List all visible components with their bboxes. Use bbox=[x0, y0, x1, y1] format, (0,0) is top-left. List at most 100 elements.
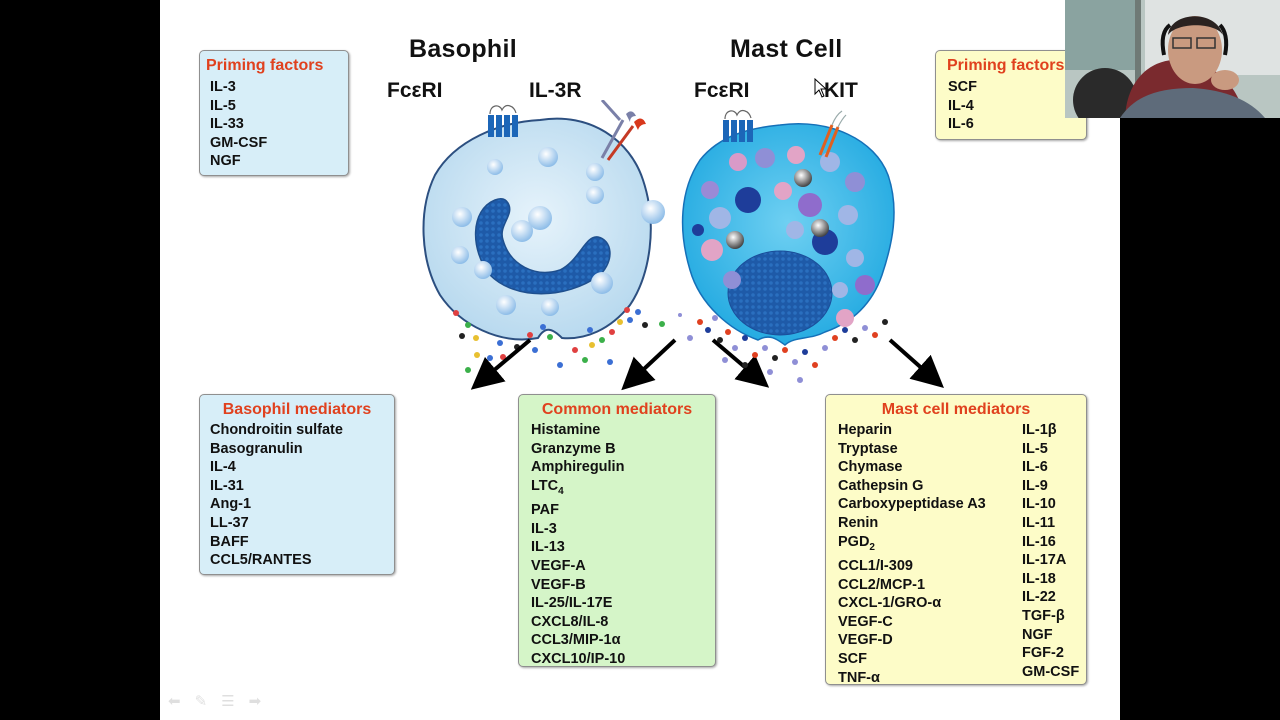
priming-item: IL-5 bbox=[210, 97, 236, 114]
arrow-mast-to-common bbox=[621, 338, 677, 391]
common-mediator-item: VEGF-A bbox=[531, 558, 586, 575]
mast-mediator-item: FGF-2 bbox=[1022, 645, 1064, 662]
mast-cell-title: Mast Cell bbox=[730, 35, 843, 63]
mast-priming-list: SCF IL-4 IL-6 bbox=[936, 76, 1086, 134]
common-mediator-item: Granzyme B bbox=[531, 440, 616, 457]
common-mediator-item: CCL3/MIP-1α bbox=[531, 632, 621, 649]
arrow-to-mast-mediators bbox=[888, 338, 944, 388]
basophil-title: Basophil bbox=[409, 35, 517, 63]
mast-mediator-item: IL-6 bbox=[1022, 459, 1048, 476]
arrow-to-basophil-mediators bbox=[470, 338, 532, 390]
priming-item: SCF bbox=[948, 79, 977, 95]
mast-mediator-item: Cathepsin G bbox=[838, 477, 924, 494]
mast-mediator-item: IL-22 bbox=[1022, 589, 1056, 606]
presentation-slide: Basophil Mast Cell FcεRI IL-3R FcεRI KIT… bbox=[160, 0, 1120, 720]
common-mediator-item: IL-25/IL-17E bbox=[531, 595, 613, 612]
basophil-mediator-item: Chondroitin sulfate bbox=[210, 422, 343, 438]
basophil-fceri-label: FcεRI bbox=[387, 79, 443, 102]
basophil-mediator-item: LL-37 bbox=[210, 514, 249, 531]
mast-mediator-item: IL-5 bbox=[1022, 440, 1048, 457]
basophil-mediator-item: Basogranulin bbox=[210, 440, 303, 457]
mast-priming-box: Priming factors SCF IL-4 IL-6 bbox=[935, 50, 1087, 140]
forward-arrow-icon[interactable]: ➡ bbox=[248, 693, 262, 710]
common-mediator-item: LTC4 bbox=[531, 477, 564, 497]
basophil-mediator-item: Ang-1 bbox=[210, 496, 252, 513]
common-mediator-item: Amphiregulin bbox=[531, 459, 625, 476]
priming-item: IL-33 bbox=[210, 116, 244, 133]
mast-cell bbox=[621, 109, 944, 391]
basophil-fceri-receptor-icon bbox=[488, 104, 518, 137]
priming-item: IL-3 bbox=[210, 79, 236, 95]
menu-icon[interactable]: ☰ bbox=[221, 693, 235, 710]
basophil-mediator-item: CCL5/RANTES bbox=[210, 552, 312, 569]
mast-mediator-item: IL-11 bbox=[1022, 514, 1056, 531]
basophil-priming-title: Priming factors bbox=[206, 57, 324, 74]
mast-mediator-item: IL-17A bbox=[1022, 552, 1067, 569]
mast-mediator-item: CXCL-1/GRO-α bbox=[838, 595, 942, 612]
mast-mediator-item: IL-9 bbox=[1022, 477, 1048, 494]
common-mediator-item: IL-13 bbox=[531, 539, 565, 556]
common-mediator-item: VEGF-B bbox=[531, 576, 586, 593]
mast-mediator-item: TGF-β bbox=[1022, 607, 1065, 624]
slide-nav-controls: ⬅ ✎ ☰ ➡ bbox=[168, 692, 261, 710]
mast-mediator-item: CCL1/I-309 bbox=[838, 558, 913, 575]
mast-mediator-item: Tryptase bbox=[838, 440, 898, 457]
mast-fceri-receptor-icon bbox=[723, 109, 753, 142]
mast-mediator-item: IL-16 bbox=[1022, 533, 1056, 550]
mast-mediator-item: IL-1β bbox=[1022, 422, 1057, 438]
mast-priming-title: Priming factors bbox=[947, 57, 1065, 74]
mast-mediator-item: VEGF-D bbox=[838, 632, 893, 649]
basophil-il3r-receptor-icon bbox=[600, 100, 646, 161]
cell-illustrations bbox=[422, 100, 944, 391]
mast-mediator-item: CCL2/MCP-1 bbox=[838, 576, 926, 593]
basophil-mediator-item: BAFF bbox=[210, 533, 249, 550]
mast-mediator-item: SCF bbox=[838, 651, 867, 668]
presenter-webcam-video bbox=[1065, 0, 1280, 118]
mast-mediator-item: TNF-α bbox=[838, 669, 880, 686]
arrow-basophil-to-common bbox=[711, 338, 770, 388]
common-mediator-item: PAF bbox=[531, 502, 559, 519]
basophil-priming-list: IL-3 IL-5 IL-33 GM-CSF NGF bbox=[200, 76, 348, 171]
mast-kit-label: KIT bbox=[824, 79, 858, 102]
common-mediator-item: CXCL8/IL-8 bbox=[531, 613, 609, 630]
common-mediators-title: Common mediators bbox=[541, 401, 693, 418]
priming-item: IL-4 bbox=[948, 97, 974, 114]
common-mediator-item: IL-3 bbox=[531, 520, 557, 537]
mast-mediator-item: IL-18 bbox=[1022, 570, 1056, 587]
mast-mediator-item: Heparin bbox=[838, 422, 892, 438]
common-mediator-item: Histamine bbox=[531, 422, 601, 438]
mast-mediator-item: Chymase bbox=[838, 459, 903, 476]
basophil-cell bbox=[422, 100, 770, 390]
priming-item: GM-CSF bbox=[210, 134, 268, 151]
mast-mediator-item: PGD2 bbox=[838, 533, 875, 553]
mast-mediator-item: Carboxypeptidase A3 bbox=[838, 496, 986, 513]
mast-mediator-item: NGF bbox=[1022, 626, 1053, 643]
priming-item: IL-6 bbox=[948, 116, 974, 133]
basophil-mediator-item: IL-4 bbox=[210, 459, 236, 476]
mast-released-granules bbox=[678, 313, 888, 383]
mast-mediator-item: GM-CSF bbox=[1022, 663, 1080, 680]
pen-icon[interactable]: ✎ bbox=[194, 693, 208, 710]
common-mediator-item: CXCL10/IP-10 bbox=[531, 651, 626, 668]
mouse-cursor-icon bbox=[814, 78, 826, 98]
mast-mediator-item: Renin bbox=[838, 514, 879, 531]
mast-fceri-label: FcεRI bbox=[694, 79, 750, 102]
presenter-video-frame bbox=[1065, 0, 1280, 118]
back-arrow-icon[interactable]: ⬅ bbox=[168, 693, 181, 710]
mast-mediator-item: IL-10 bbox=[1022, 496, 1056, 513]
mast-mediators-title: Mast cell mediators bbox=[881, 401, 1031, 418]
basophil-priming-box: Priming factors IL-3 IL-5 IL-33 GM-CSF N… bbox=[199, 50, 349, 176]
basophil-mediators-title: Basophil mediators bbox=[222, 401, 372, 418]
basophil-il3r-label: IL-3R bbox=[529, 79, 582, 102]
mast-mediator-item: VEGF-C bbox=[838, 613, 893, 630]
mast-kit-receptor-icon bbox=[818, 110, 847, 158]
basophil-mediator-item: IL-31 bbox=[210, 477, 244, 494]
priming-item: NGF bbox=[210, 153, 241, 170]
